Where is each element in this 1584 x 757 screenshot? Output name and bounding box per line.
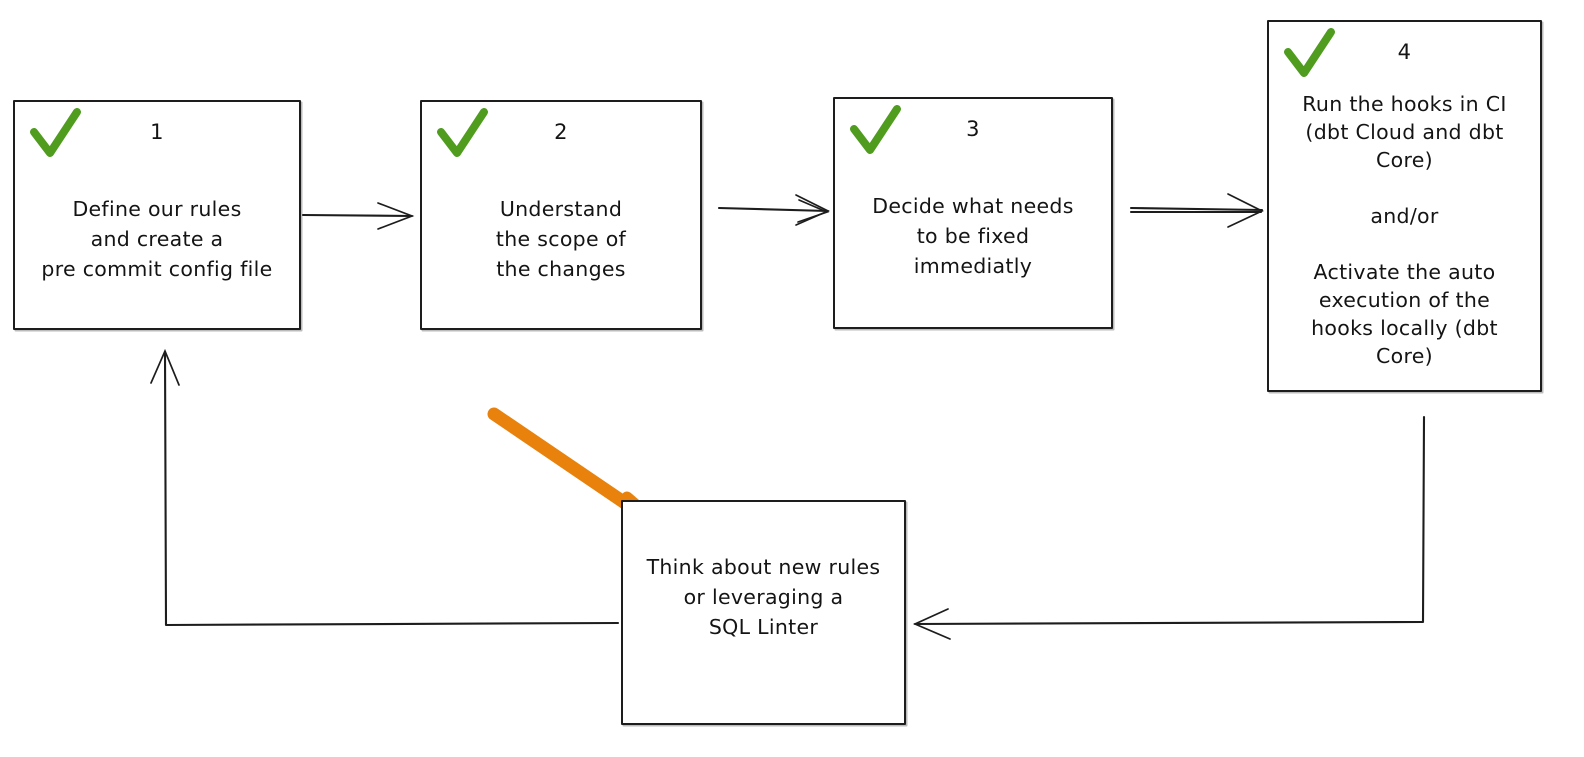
green-checkmark-icon (30, 108, 81, 157)
green-checkmark-icon (850, 105, 901, 154)
arrow-1-to-2 (301, 202, 415, 230)
flow-node-2-text: Understand the scope of the changes (495, 197, 627, 281)
flow-node-3-number: 3 (966, 117, 980, 141)
flow-node-3-text: Decide what needs to be fixed immediatly (872, 194, 1074, 278)
flow-node-1-number: 1 (150, 120, 164, 144)
flow-node-5-text: Think about new rules or leveraging a SQ… (646, 555, 881, 639)
flow-node-2-number: 2 (554, 120, 568, 144)
flow-node-3[interactable]: 3 Decide what needs to be fixed immediat… (833, 97, 1113, 329)
flow-node-4[interactable]: 4 Run the hooks in CI (dbt Cloud and dbt… (1267, 20, 1542, 392)
flow-node-2[interactable]: 2 Understand the scope of the changes (420, 100, 702, 330)
flow-node-4-number: 4 (1397, 40, 1412, 64)
green-checkmark-icon (1284, 28, 1335, 77)
flow-node-5[interactable]: Think about new rules or leveraging a SQ… (621, 500, 906, 725)
flow-node-4-text: Run the hooks in CI (dbt Cloud and dbt C… (1302, 92, 1507, 368)
arrow-4-to-5 (912, 415, 1426, 640)
arrow-3-to-4 (1129, 193, 1264, 228)
arrow-5-to-1 (150, 348, 620, 627)
green-checkmark-icon (437, 108, 488, 157)
flow-node-1[interactable]: 1 Define our rules and create a pre comm… (13, 100, 301, 330)
arrow-2-to-3 (717, 194, 831, 226)
flow-node-1-text: Define our rules and create a pre commit… (41, 197, 273, 281)
